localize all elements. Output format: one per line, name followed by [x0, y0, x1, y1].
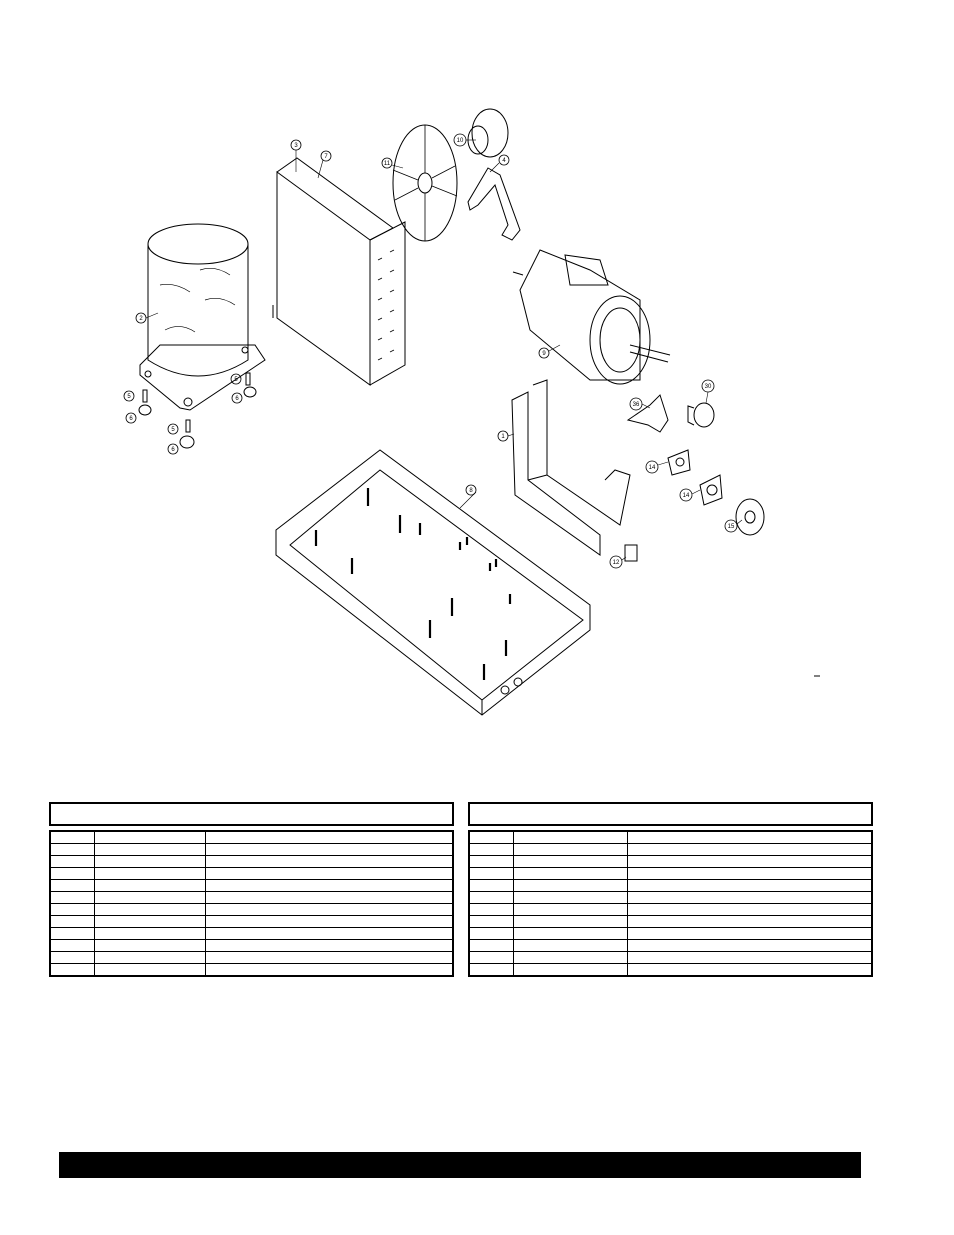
table-row: [468, 915, 873, 928]
callout-1: 1: [497, 430, 509, 442]
parts-list-table-left: [49, 802, 454, 977]
table-row: [468, 843, 873, 856]
table-row: [49, 843, 454, 856]
table-row: [49, 903, 454, 916]
main-motor-drawing: [512, 249, 671, 385]
svg-text:8: 8: [469, 488, 473, 494]
callout-5-center: 5: [167, 423, 179, 435]
svg-text:6: 6: [235, 396, 239, 402]
footer-bar: [59, 1152, 861, 1178]
table-header-row: [49, 830, 454, 844]
table-caption-box: [49, 802, 454, 826]
table-row: [468, 939, 873, 952]
fan-blade-drawing: [392, 124, 458, 242]
callout-14-upper: 14: [645, 460, 659, 474]
table-row: [468, 903, 873, 916]
table-row: [468, 927, 873, 940]
svg-text:14: 14: [649, 465, 656, 471]
table-row: [468, 867, 873, 880]
callout-6-right: 6: [231, 392, 243, 404]
callout-10: 10: [453, 133, 467, 147]
table-row: [468, 963, 873, 977]
exploded-parts-diagram: 3 7 11 10 4 9 2 5 5 5 6 6 6 30 36 1 14 1…: [123, 108, 820, 716]
svg-text:7: 7: [324, 154, 328, 160]
table-row: [49, 915, 454, 928]
svg-text:12: 12: [613, 560, 620, 566]
table-row: [468, 879, 873, 892]
table-caption-box: [468, 802, 873, 826]
parts-list-table-right: [468, 802, 873, 977]
svg-text:6: 6: [171, 447, 175, 453]
callout-14-lower: 14: [679, 488, 693, 502]
table-row: [49, 879, 454, 892]
callout-5-right: 5: [230, 373, 242, 385]
table-row: [49, 951, 454, 964]
svg-text:9: 9: [542, 351, 546, 357]
svg-text:2: 2: [139, 316, 143, 322]
svg-text:6: 6: [129, 416, 133, 422]
table-header-row: [468, 830, 873, 844]
fan-motor-drawing: [467, 108, 521, 241]
table-row: [49, 927, 454, 940]
callout-30: 30: [701, 379, 715, 393]
svg-text:5: 5: [171, 427, 175, 433]
leader-lines: [145, 139, 743, 561]
callout-bubbles: 3 7 11 10 4 9 2 5 5 5 6 6 6 30 36 1 14 1…: [123, 133, 738, 569]
table-row: [49, 867, 454, 880]
condenser-drawing: [272, 157, 406, 386]
callout-8: 8: [465, 484, 477, 496]
svg-text:36: 36: [633, 402, 640, 408]
callout-6-center: 6: [167, 443, 179, 455]
compressor-drawing: [139, 223, 266, 411]
svg-text:10: 10: [457, 138, 464, 144]
svg-text:3: 3: [294, 143, 298, 149]
svg-text:5: 5: [234, 377, 238, 383]
callout-15: 15: [724, 519, 738, 533]
svg-text:30: 30: [705, 384, 712, 390]
svg-text:11: 11: [384, 161, 391, 167]
table-row: [49, 963, 454, 977]
callout-9: 9: [538, 347, 550, 359]
table-row: [468, 951, 873, 964]
svg-text:5: 5: [127, 394, 131, 400]
mounting-bolts-drawing: [138, 372, 257, 449]
callout-11: 11: [381, 157, 393, 169]
svg-text:14: 14: [683, 493, 690, 499]
table-row: [468, 855, 873, 868]
callout-6-left: 6: [125, 412, 137, 424]
motor-bracket-drawing: [511, 379, 638, 562]
callout-2: 2: [135, 312, 147, 324]
callout-4: 4: [498, 154, 510, 166]
small-parts-drawing: [626, 394, 765, 536]
callout-7: 7: [320, 150, 332, 162]
svg-text:4: 4: [502, 158, 506, 164]
table-row: [49, 855, 454, 868]
callout-12: 12: [609, 555, 623, 569]
table-row: [49, 891, 454, 904]
table-row: [468, 891, 873, 904]
table-row: [49, 939, 454, 952]
callout-36: 36: [629, 397, 643, 411]
callout-5-left: 5: [123, 390, 135, 402]
callout-3: 3: [290, 139, 302, 151]
base-pan-drawing: [275, 449, 820, 716]
svg-text:1: 1: [501, 434, 505, 440]
svg-text:15: 15: [728, 524, 735, 530]
